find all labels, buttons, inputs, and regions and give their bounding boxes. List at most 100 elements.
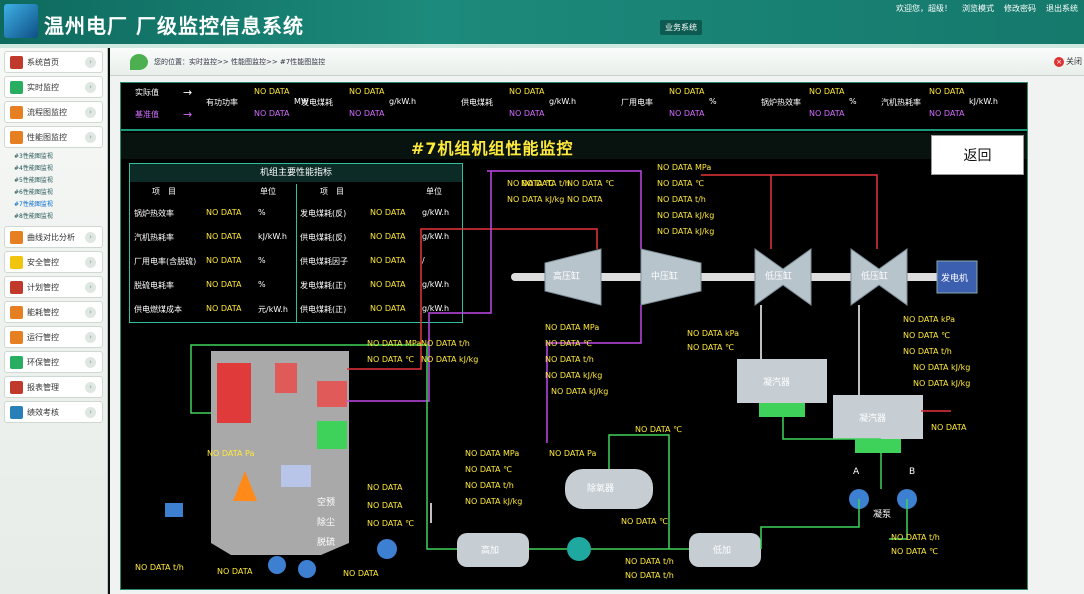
indicator-value: NO DATA (370, 208, 406, 217)
legend-unit-3: % (709, 97, 717, 106)
indicator-unit: % (258, 256, 266, 265)
indicator-name: 供电煤耗因子 (300, 257, 348, 266)
menu-icon (10, 256, 23, 269)
legend-actual-value-5: NO DATA (929, 87, 965, 96)
readout-21: NO DATA kPa (903, 315, 955, 324)
readout-5: NO DATA MPa (657, 163, 712, 172)
welcome-text: 欢迎您，超级！ (896, 4, 952, 13)
menu-icon (10, 56, 23, 69)
legend-unit-0: MW (294, 97, 309, 106)
indicator-name: 发电煤耗(反) (300, 209, 347, 218)
condenser-2-base (855, 439, 901, 453)
legend-unit-5: kJ/kW.h (969, 97, 998, 106)
sidebar-item-b7[interactable]: 绩效考核› (4, 401, 103, 423)
sidebar-item-label: 安全管控 (27, 257, 59, 267)
sidebar-subitem-5[interactable]: #8性能图监视 (14, 213, 53, 220)
readout-32: NO DATA kJ/kg (465, 497, 523, 506)
logout-link[interactable]: 退出系统 (1046, 4, 1078, 13)
readout-24: NO DATA kJ/kg (913, 363, 971, 372)
arrow-right-icon: → (183, 108, 193, 121)
header-bar: 温州电厂 厂级监控信息系统 欢迎您，超级！ 浏览模式 修改密码 退出系统 业务系… (0, 0, 1084, 44)
equipment-label-lp1: 低压缸 (765, 272, 793, 282)
indicator-unit: kJ/kW.h (258, 232, 287, 241)
indicator-unit: % (258, 280, 266, 289)
readout-43: NO DATA t/h (891, 533, 940, 542)
col-item-header: 项 目 (152, 187, 176, 196)
sidebar-item-b0[interactable]: 曲线对比分析 › (4, 226, 103, 248)
close-button[interactable]: ×关闭 (1054, 56, 1082, 67)
indicator-value: NO DATA (370, 256, 406, 265)
crossover-line (701, 174, 878, 249)
menu-icon (10, 331, 23, 344)
breadcrumb: 您的位置：实时监控>> 性能图监控>> #7性能图监控 (154, 58, 326, 66)
chevron-right-icon: › (85, 57, 96, 68)
fan-icon (377, 539, 397, 559)
close-icon: × (1054, 57, 1064, 67)
readout-41: NO DATA t/h (625, 557, 674, 566)
readout-0: NO DATA ℃ (507, 179, 554, 188)
readout-35: NO DATA ℃ (367, 519, 414, 528)
sidebar-item-2[interactable]: 流程图监控› (4, 101, 103, 123)
indicator-unit: g/kW.h (422, 304, 450, 313)
indicator-title: 机组主要性能指标 (130, 164, 462, 182)
sidebar-item-b5[interactable]: 环保管控› (4, 351, 103, 373)
change-password-link[interactable]: 修改密码 (1004, 4, 1036, 13)
legend-name-3: 厂用电率 (621, 98, 653, 107)
table-divider (296, 184, 297, 322)
feed-pump-icon (567, 537, 591, 561)
legend-bar (121, 83, 1027, 131)
chevron-right-icon: › (85, 382, 96, 393)
chevron-right-icon: › (85, 232, 96, 243)
menu-icon (10, 231, 23, 244)
readout-17: NO DATA kJ/kg (545, 371, 603, 380)
readout-34: NO DATA (367, 501, 403, 510)
sidebar-item-label: 曲线对比分析 (27, 232, 75, 242)
condensate-pump-a-icon (849, 489, 869, 509)
indicator-unit: g/kW.h (422, 232, 450, 241)
sidebar-subitem-2[interactable]: #5性能图监视 (14, 177, 53, 184)
sidebar-subitem-1[interactable]: #4性能图监视 (14, 165, 53, 172)
legend-target-value-3: NO DATA (669, 109, 705, 118)
process-diagram (165, 170, 978, 578)
readout-33: NO DATA (367, 483, 403, 492)
indicator-unit: % (258, 208, 266, 217)
coal-mill-icon (165, 503, 183, 517)
legend-actual-value-1: NO DATA (349, 87, 385, 96)
sidebar-item-1[interactable]: 实时监控› (4, 76, 103, 98)
sidebar-item-b6[interactable]: 报表管理› (4, 376, 103, 398)
equipment-label-pump_b: B (909, 467, 916, 477)
sidebar-item-3[interactable]: 性能图监控› (4, 126, 103, 148)
back-button[interactable]: 返回 (931, 135, 1024, 175)
readout-15: NO DATA ℃ (545, 339, 592, 348)
sidebar-item-label: 流程图监控 (27, 107, 67, 117)
indicator-name: 脱硫电耗率 (134, 281, 174, 290)
readout-31: NO DATA t/h (465, 481, 514, 490)
breadcrumb-bar: 您的位置：实时监控>> 性能图监控>> #7性能图监控 ×关闭 (110, 48, 1084, 76)
legend-actual-value-3: NO DATA (669, 87, 705, 96)
business-switch-button[interactable]: 业务系统 (660, 20, 702, 35)
readout-14: NO DATA MPa (545, 323, 600, 332)
equipment-label-ip: 中压缸 (651, 272, 679, 282)
sidebar-subitem-0[interactable]: #3性能图监视 (14, 153, 53, 160)
indicator-unit: g/kW.h (422, 280, 450, 289)
sidebar-item-label: 能耗管控 (27, 307, 59, 317)
readout-23: NO DATA t/h (903, 347, 952, 356)
sidebar-item-0[interactable]: 系统首页› (4, 51, 103, 73)
header-divider (0, 44, 1084, 48)
sidebar-subitem-4[interactable]: #7性能图监视 (14, 201, 53, 208)
sidebar-item-b4[interactable]: 运行管控› (4, 326, 103, 348)
page-title: #7机组机组性能监控 (411, 139, 574, 158)
readout-13: NO DATA kJ/kg (421, 355, 479, 364)
chevron-right-icon: › (85, 357, 96, 368)
equipment-label-desulf: 脱硫 (317, 538, 336, 548)
sidebar-subitem-3[interactable]: #6性能图监视 (14, 189, 53, 196)
menu-icon (10, 131, 23, 144)
sidebar-item-b2[interactable]: 计划管控› (4, 276, 103, 298)
sidebar-item-b3[interactable]: 能耗管控› (4, 301, 103, 323)
browse-mode-link[interactable]: 浏览模式 (962, 4, 994, 13)
readout-28: NO DATA Pa (549, 449, 597, 458)
sidebar-item-b1[interactable]: 安全管控› (4, 251, 103, 273)
indicator-value: NO DATA (206, 232, 242, 241)
boiler-superheater (217, 363, 251, 423)
